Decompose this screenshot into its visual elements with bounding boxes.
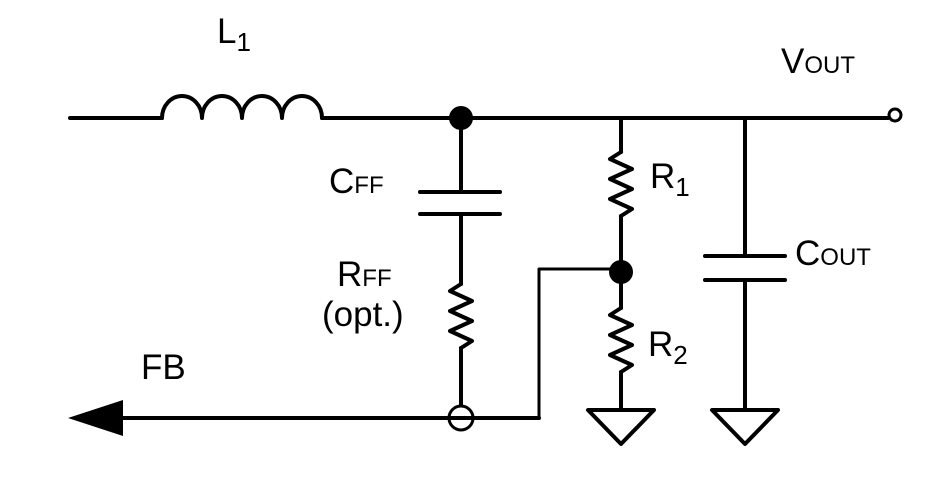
label-r1-main: R — [650, 157, 675, 196]
label-fb: FB — [141, 348, 186, 387]
vout-terminal — [887, 107, 903, 123]
label-l1-sub: 1 — [236, 27, 250, 57]
feedback-tap-wire — [537, 267, 623, 420]
label-rff-main: R — [337, 255, 362, 294]
label-cff-main: C — [329, 162, 354, 201]
label-cout-sub: OUT — [820, 244, 871, 271]
label-r1: R1 — [650, 157, 690, 202]
label-rff: RFF — [337, 255, 392, 294]
label-vout-sub: OUT — [804, 52, 855, 79]
ground-icon-r2 — [586, 408, 656, 446]
label-r2-main: R — [648, 325, 673, 364]
label-l1: L1 — [217, 12, 251, 57]
inductor-l1 — [160, 94, 324, 120]
label-cout: COUT — [795, 234, 871, 273]
label-r2-sub: 2 — [673, 340, 687, 370]
resistor-r2 — [608, 306, 634, 374]
resistor-rff — [448, 282, 474, 350]
fb-arrow-icon — [68, 400, 123, 436]
label-cff-sub: FF — [354, 172, 383, 199]
ground-icon-cout — [710, 408, 780, 446]
label-rff-sub: FF — [362, 265, 391, 292]
label-vout-main: V — [781, 42, 805, 81]
label-cout-main: C — [795, 234, 820, 273]
label-l1-main: L — [217, 12, 236, 51]
label-rff-note: (opt.) — [322, 295, 404, 334]
resistor-r1 — [608, 150, 634, 218]
label-cff: CFF — [329, 162, 384, 201]
label-r2: R2 — [648, 325, 688, 370]
label-vout: VOUT — [781, 42, 855, 81]
junction-node-divider — [609, 260, 633, 284]
label-r1-sub: 1 — [675, 172, 689, 202]
